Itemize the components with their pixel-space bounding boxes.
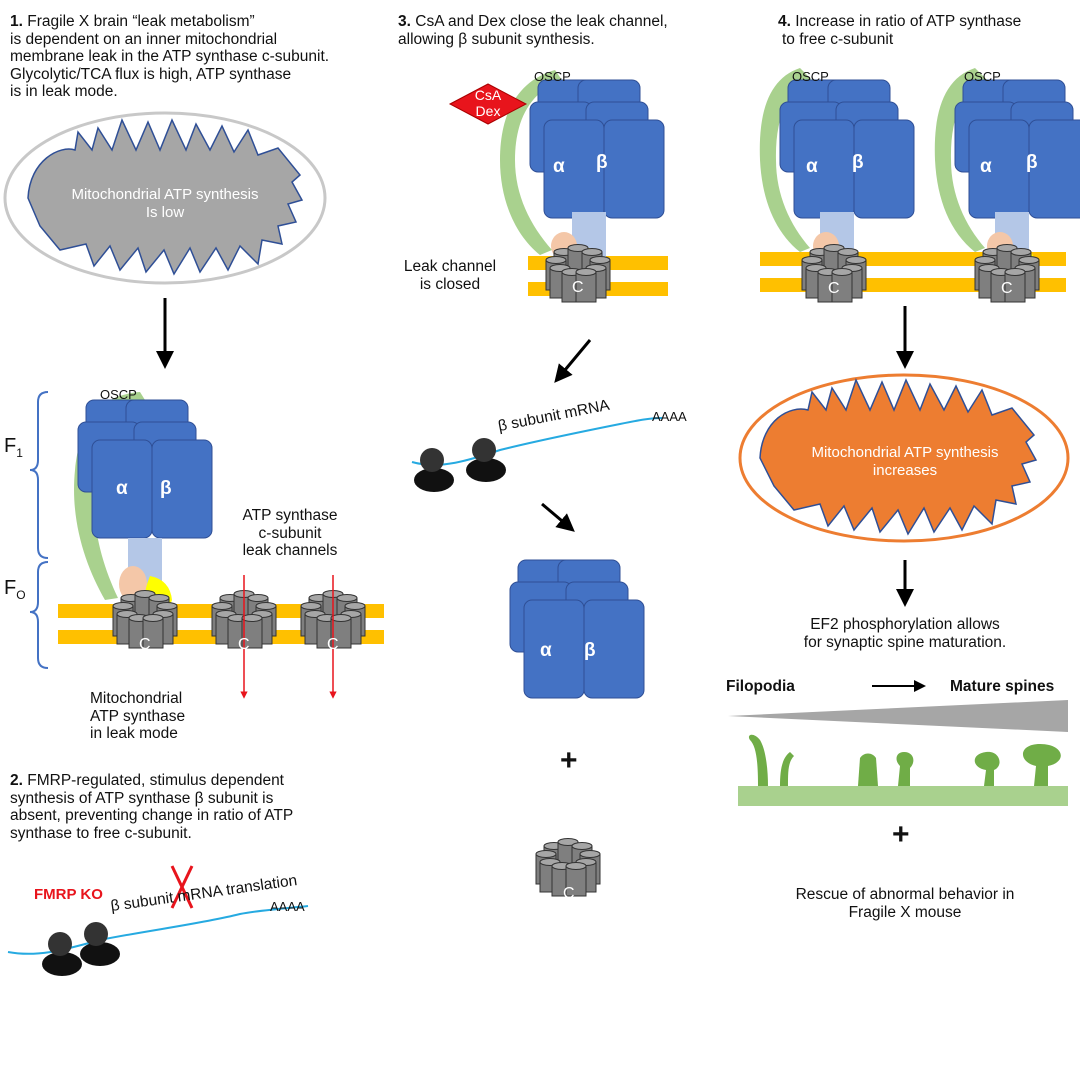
alpha-label-free: α (540, 640, 552, 661)
mito-high-line-1: Mitochondrial ATP synthesis (811, 444, 999, 461)
atp-synthase-pair (759, 68, 1080, 302)
panel3-line-2: allowing β subunit synthesis. (398, 30, 595, 48)
beta-label-p4b: β (1026, 152, 1038, 173)
beta-label-p3: β (596, 152, 608, 173)
arrow-p3-b (541, 502, 575, 532)
f1-letter: F (4, 435, 17, 457)
fo-letter: F (4, 577, 17, 599)
filopodia-label: Filopodia (726, 678, 795, 695)
beta-label-free: β (584, 640, 596, 661)
mito-high-label: Mitochondrial ATP synthesis increases (780, 444, 1030, 479)
drug-dex: Dex (475, 103, 501, 119)
ef2-line-2: for synaptic spine maturation. (803, 633, 1007, 651)
panel2-line-4: synthase to free c-subunit. (10, 824, 192, 842)
drug-label: CsA Dex (462, 87, 514, 119)
plus-p4: + (892, 818, 910, 851)
mito-low-line-1: Mitochondrial ATP synthesis (71, 186, 259, 203)
mode-line-1: Mitochondrial (90, 690, 183, 707)
panel1-line-4: Glycolytic/TCA flux is high, ATP synthas… (10, 65, 292, 83)
panel2-caption: 2. FMRP-regulated, stimulus dependent sy… (10, 772, 293, 842)
fo-label: FO (4, 577, 26, 605)
spines (738, 734, 1068, 806)
rescue-label: Rescue of abnormal behavior in Fragile X… (770, 886, 1040, 921)
oscp-label-p3: OSCP (534, 69, 571, 84)
mode-line-3: in leak mode (90, 725, 178, 742)
mitochondrion-high (738, 373, 1070, 543)
mitochondrion-low (3, 111, 327, 285)
mito-high-line-2: increases (872, 461, 938, 479)
mito-low-line-2: Is low (145, 203, 185, 221)
beta-label-p1: β (160, 478, 172, 499)
mode-line-2: ATP synthase (90, 707, 186, 725)
ef2-label: EF2 phosphorylation allows for synaptic … (780, 616, 1030, 651)
oscp-label-p4b: OSCP (964, 69, 1001, 84)
drug-csa: CsA (474, 87, 502, 103)
fo-subscript: O (16, 588, 26, 602)
closed-line-1: Leak channel (403, 258, 497, 275)
leak-line-1: ATP synthase (242, 507, 338, 524)
panel2-line-3: absent, preventing change in ratio of AT… (10, 807, 294, 824)
rescue-line-2: Fragile X mouse (848, 903, 962, 921)
oscp-label-p1: OSCP (100, 387, 137, 402)
closed-line-2: is closed (419, 275, 481, 293)
leak-mode-label: Mitochondrial ATP synthase in leak mode (90, 690, 185, 743)
panel1-line-1: Fragile X brain “leak metabolism” (27, 13, 255, 30)
mito-low-label: Mitochondrial ATP synthesis Is low (40, 186, 290, 221)
alpha-label-p3: α (553, 156, 565, 177)
c-label-p4b: C (1001, 280, 1013, 297)
panel4-line-1: Increase in ratio of ATP synthase (795, 13, 1022, 30)
c-label-p3: C (572, 279, 584, 296)
panel1-caption: 1. Fragile X brain “leak metabolism” is … (10, 13, 329, 101)
atp-synthase-leak (29, 391, 384, 699)
mature-spines-label: Mature spines (950, 678, 1055, 695)
fmrp-ko-label: FMRP KO (34, 886, 103, 903)
leak-channels-label: ATP synthase c-subunit leak channels (220, 507, 360, 560)
c-label-free: C (563, 885, 575, 902)
f1-subscript: 1 (16, 446, 23, 460)
free-f1-head (509, 559, 645, 699)
panel1-line-5: is in leak mode. (10, 83, 118, 100)
panel2-line-2: synthesis of ATP synthase β subunit is (10, 789, 274, 807)
alpha-label-p4b: α (980, 156, 992, 177)
panel1-line-3: membrane leak in the ATP synthase c-subu… (10, 48, 330, 65)
maturation-gradient (728, 700, 1068, 732)
polya-p3: AAAA (652, 409, 687, 424)
panel2-line-1: FMRP-regulated, stimulus dependent (27, 772, 284, 789)
rescue-line-1: Rescue of abnormal behavior in (795, 886, 1015, 903)
c-label-p1c: C (327, 636, 339, 653)
oscp-label-p4a: OSCP (792, 69, 829, 84)
f1-label: F1 (4, 435, 23, 463)
panel3-number: 3. (398, 13, 411, 30)
c-label-p4a: C (828, 280, 840, 297)
plus-p3: + (560, 744, 578, 777)
leak-line-2: c-subunit (258, 524, 322, 542)
panel4-caption: 4. Increase in ratio of ATP synthase to … (778, 13, 1021, 48)
panel3-caption: 3. CsA and Dex close the leak channel, a… (398, 13, 668, 48)
alpha-label-p1: α (116, 478, 128, 499)
panel3-line-1: CsA and Dex close the leak channel, (415, 13, 668, 30)
panel1-number: 1. (10, 13, 23, 30)
panel1-line-2: is dependent on an inner mitochondrial (10, 30, 278, 48)
leak-line-3: leak channels (242, 542, 338, 559)
atp-synthase-closed (448, 70, 668, 302)
panel3-mrna (411, 417, 663, 492)
ef2-line-1: EF2 phosphorylation allows (810, 616, 1000, 633)
c-label-p1a: C (139, 636, 151, 653)
closed-label: Leak channel is closed (395, 258, 505, 293)
panel2-number: 2. (10, 772, 23, 789)
panel4-number: 4. (778, 13, 791, 30)
arrow-p3-a (554, 339, 592, 383)
panel2-mrna (7, 865, 309, 976)
polya-p2: AAAA (270, 899, 305, 914)
alpha-label-p4a: α (806, 156, 818, 177)
panel4-line-2: to free c-subunit (782, 30, 894, 48)
beta-label-p4a: β (852, 152, 864, 173)
c-label-p1b: C (238, 636, 250, 653)
